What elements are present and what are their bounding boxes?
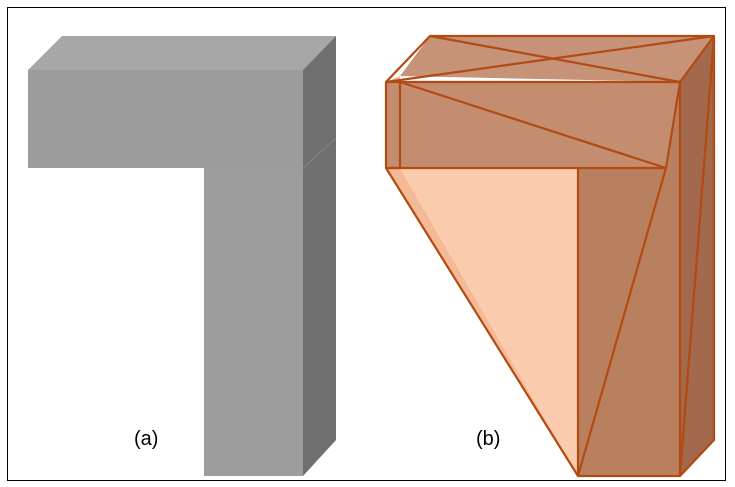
a-side-face bbox=[303, 36, 336, 476]
b-edges bbox=[384, 34, 716, 478]
b-leg-face bbox=[578, 82, 680, 476]
panel-a-caption: (a) bbox=[134, 428, 159, 450]
panel-b-caption: (b) bbox=[476, 428, 501, 450]
a-edge bbox=[302, 137, 337, 169]
b-front-light-face bbox=[400, 168, 578, 476]
a-arm-front-face bbox=[28, 70, 303, 168]
a-top-face bbox=[28, 36, 336, 70]
panel-b-hull bbox=[384, 34, 716, 478]
a-leg-front-face bbox=[204, 168, 303, 476]
b-silhouette bbox=[384, 34, 716, 478]
panel-a-solid bbox=[28, 36, 337, 476]
